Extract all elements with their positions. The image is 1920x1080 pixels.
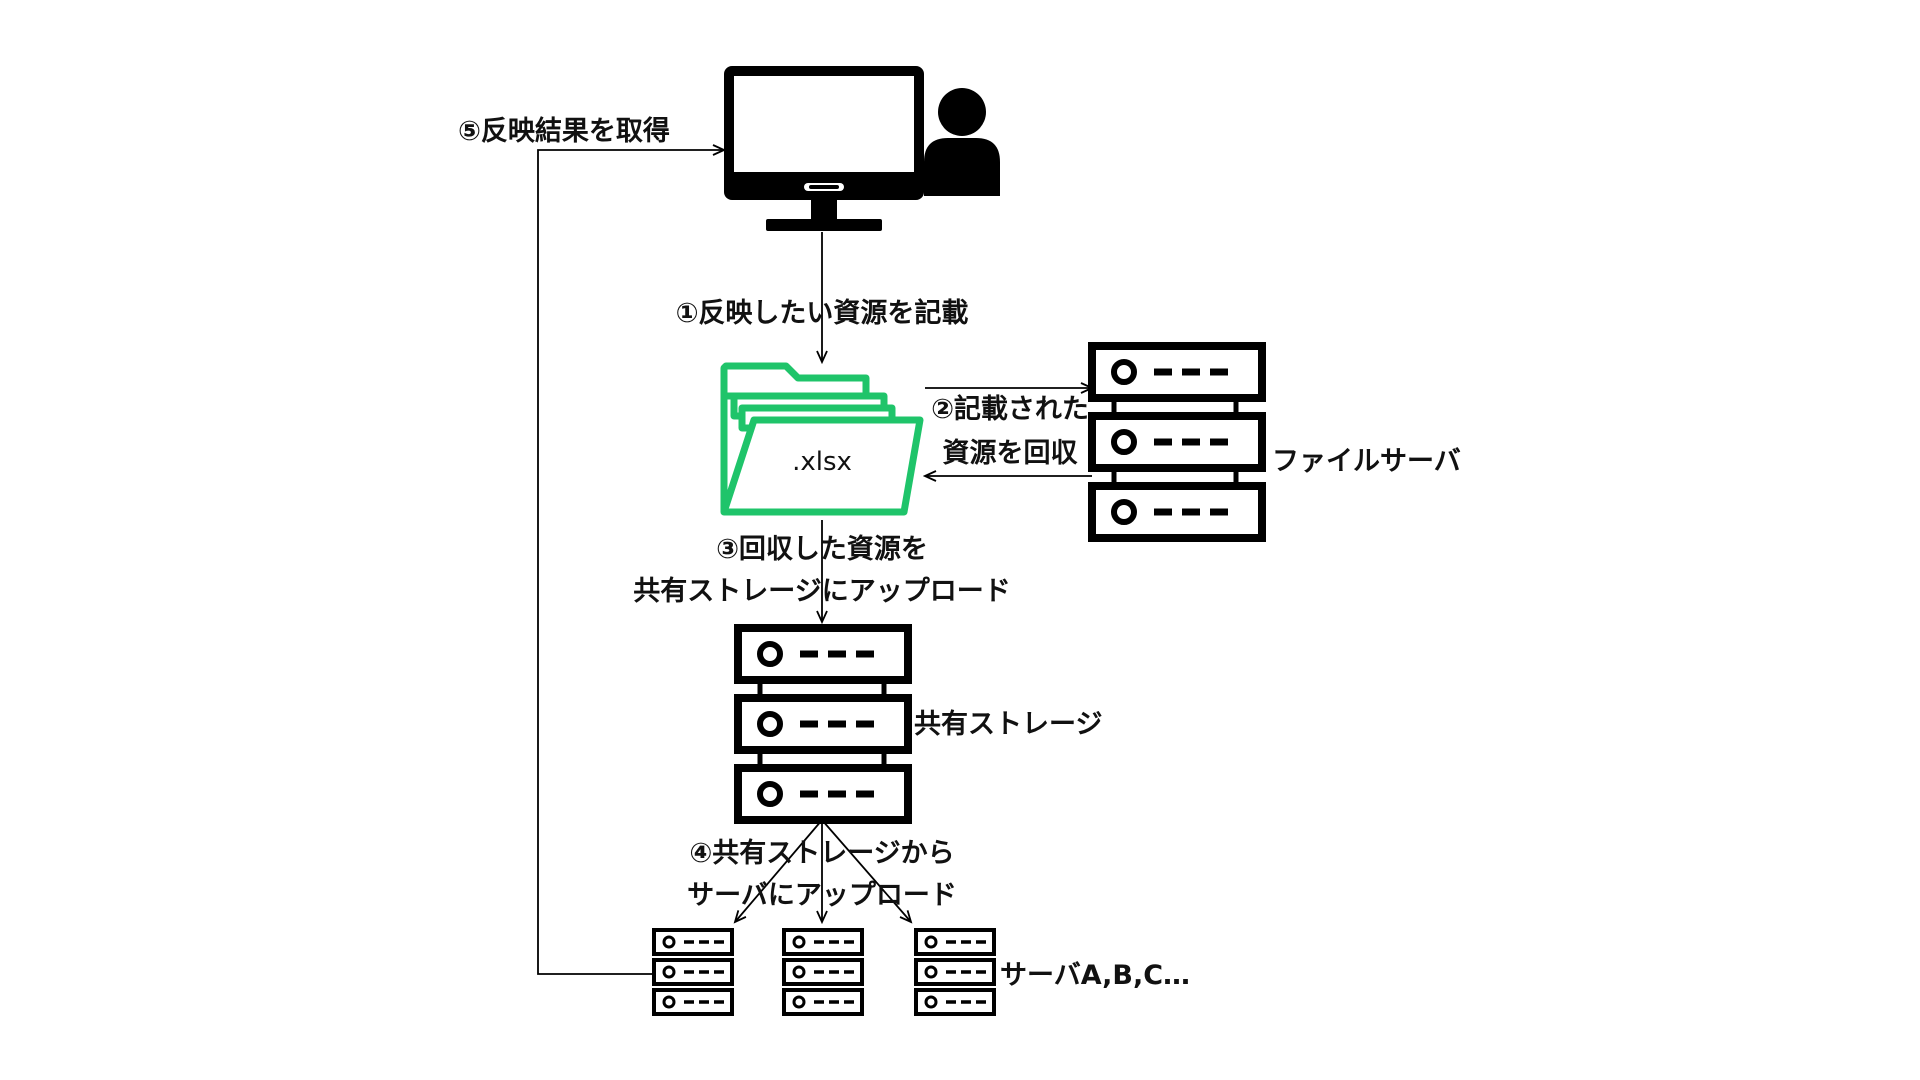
connectors <box>537 150 1092 975</box>
file-server-label: ファイルサーバ <box>1272 446 1461 477</box>
shared-storage-label: 共有ストレージ <box>914 709 1102 740</box>
arrow-storage-to-server-a <box>735 819 823 922</box>
folder-label: .xlsx <box>792 447 852 477</box>
target-servers-label: サーバA,B,C… <box>1000 960 1190 991</box>
server-b <box>782 928 864 1016</box>
folder-icon <box>720 362 924 516</box>
user-icon <box>924 88 1000 196</box>
spreadsheet-folder: .xlsx <box>720 362 924 516</box>
shared-storage: 共有ストレージ <box>738 628 1102 820</box>
server-rack-icon <box>782 928 864 1016</box>
step-2-label-line1: ②記載された <box>931 393 1089 425</box>
server-rack-icon <box>652 928 734 1016</box>
step-1-label: ①反映したい資源を記載 <box>676 297 969 329</box>
user-pc <box>724 66 1000 231</box>
file-server: ファイルサーバ <box>1092 346 1461 538</box>
server-rack-icon <box>738 628 908 820</box>
step-4-label-line2: サーバにアップロード <box>687 880 957 911</box>
step-2-label-line2: 資源を回収 <box>943 438 1079 469</box>
step-5-label: ⑤反映結果を取得 <box>458 115 670 147</box>
arrow-storage-to-server-c <box>821 819 911 922</box>
arrow-servers-to-pc <box>537 150 724 975</box>
server-rack-icon <box>914 928 996 1016</box>
step-3-label-line2: 共有ストレージにアップロード <box>633 576 1010 607</box>
target-servers: サーバA,B,C… <box>652 928 1190 1016</box>
server-c <box>914 928 996 1016</box>
server-rack-icon <box>1092 346 1262 538</box>
step-3-label-line1: ③回収した資源を <box>716 534 928 565</box>
step-4-label-line1: ④共有ストレージから <box>689 838 954 869</box>
monitor-icon <box>724 66 924 231</box>
server-a <box>652 928 734 1016</box>
step-labels: ⑤反映結果を取得 ①反映したい資源を記載 ②記載された 資源を回収 ③回収した資… <box>458 115 1089 911</box>
